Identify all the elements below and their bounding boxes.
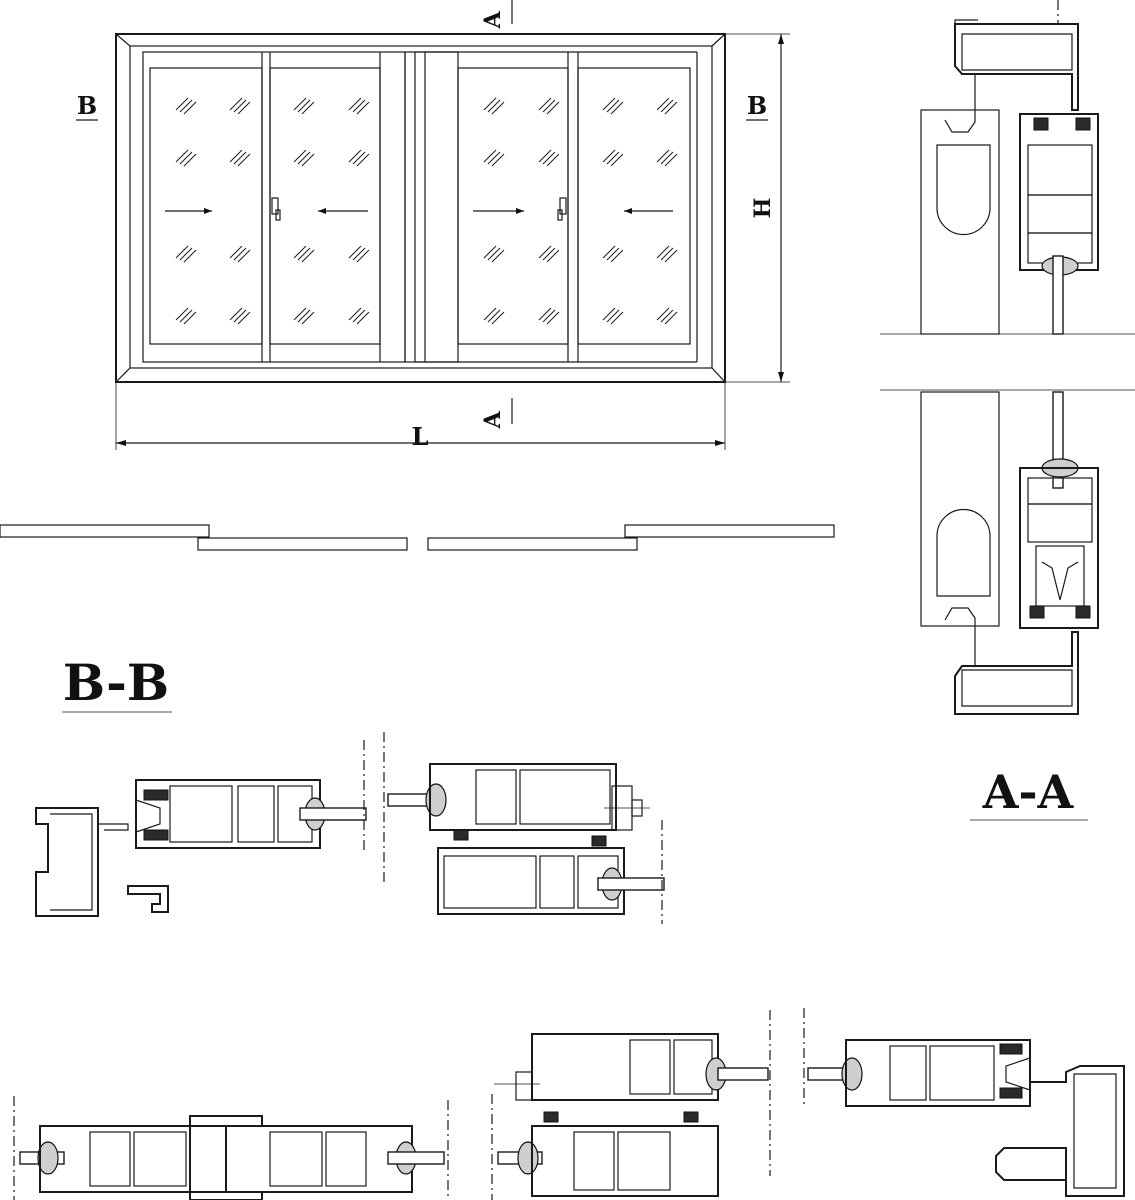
sash-plan-diagram bbox=[0, 524, 835, 551]
section-bb-interlock-detail bbox=[13, 1096, 449, 1200]
height-dimension-label: H bbox=[750, 198, 776, 219]
section-marker-a-bottom: A bbox=[480, 411, 506, 430]
dimension-lines bbox=[76, 0, 790, 450]
section-bb-lock-detail bbox=[491, 1010, 771, 1200]
section-marker-b-right: B bbox=[747, 91, 767, 120]
section-marker-a-top: A bbox=[480, 11, 506, 30]
window-elevation: A A B B H L bbox=[76, 0, 790, 451]
section-marker-b-left: B bbox=[77, 91, 97, 120]
section-aa-title: A-A bbox=[982, 765, 1075, 819]
section-bb-title: B-B bbox=[63, 653, 169, 712]
glass-reflection-marks bbox=[175, 97, 678, 325]
right-handle-icon bbox=[559, 197, 567, 215]
length-dimension-label: L bbox=[412, 422, 429, 451]
section-aa-drawing: A-A bbox=[880, 0, 1135, 821]
section-bb-right-jamb-detail bbox=[803, 1008, 1125, 1197]
section-bb-meeting-rail-detail bbox=[383, 732, 665, 924]
section-bb-left-jamb-detail bbox=[35, 740, 367, 917]
left-handle-icon bbox=[271, 197, 279, 215]
slide-arrows bbox=[165, 208, 673, 214]
